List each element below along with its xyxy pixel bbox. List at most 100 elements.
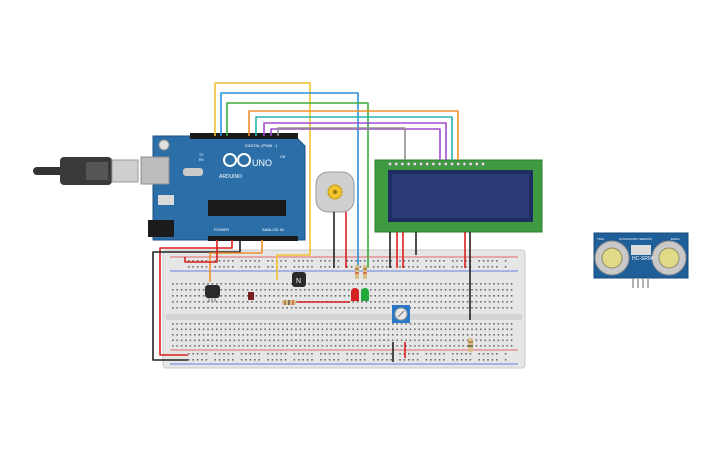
breadboard-hole[interactable] [462,295,464,297]
breadboard-hole[interactable] [416,353,419,355]
breadboard-hole[interactable] [326,339,328,342]
breadboard-hole[interactable] [251,283,253,285]
breadboard-hole[interactable] [254,353,256,355]
breadboard-hole[interactable] [328,260,331,262]
breadboard-hole[interactable] [383,345,385,347]
breadboard-hole[interactable] [475,307,478,309]
breadboard-hole[interactable] [352,301,354,303]
breadboard-hole[interactable] [299,328,302,331]
breadboard-hole[interactable] [321,283,324,285]
breadboard-hole[interactable] [409,295,412,297]
breadboard-hole[interactable] [245,359,247,361]
breadboard-hole[interactable] [249,353,252,355]
breadboard-hole[interactable] [434,266,436,268]
breadboard-hole[interactable] [311,266,313,268]
breadboard-hole[interactable] [383,339,385,342]
breadboard-hole[interactable] [350,266,353,268]
breadboard-hole[interactable] [207,323,209,325]
breadboard-hole[interactable] [224,307,227,309]
breadboard-hole[interactable] [260,283,262,285]
breadboard-hole[interactable] [493,283,495,285]
breadboard-hole[interactable] [308,334,310,336]
breadboard-hole[interactable] [317,345,319,347]
breadboard-hole[interactable] [361,345,363,347]
breadboard-hole[interactable] [242,328,244,331]
lcd-pin[interactable] [388,162,392,166]
breadboard-hole[interactable] [185,295,187,297]
breadboard-hole[interactable] [202,334,205,336]
breadboard-hole[interactable] [224,334,227,336]
breadboard-hole[interactable] [255,328,258,331]
breadboard-hole[interactable] [176,295,178,297]
breadboard-hole[interactable] [378,307,381,309]
breadboard-hole[interactable] [326,345,328,347]
breadboard-hole[interactable] [356,283,359,285]
breadboard-hole[interactable] [372,353,375,355]
breadboard-hole[interactable] [343,339,346,342]
breadboard-hole[interactable] [308,339,310,342]
breadboard-hole[interactable] [277,295,280,297]
breadboard-hole[interactable] [381,260,384,262]
breadboard-hole[interactable] [502,345,504,347]
breadboard-hole[interactable] [414,334,416,336]
breadboard-hole[interactable] [466,301,469,303]
breadboard-hole[interactable] [436,295,438,297]
breadboard-hole[interactable] [201,266,203,268]
breadboard-hole[interactable] [282,289,284,291]
breadboard-hole[interactable] [242,283,244,285]
breadboard-hole[interactable] [502,334,504,336]
breadboard-hole[interactable] [308,307,310,309]
breadboard-hole[interactable] [466,295,469,297]
breadboard-hole[interactable] [337,260,340,262]
breadboard-hole[interactable] [396,289,398,291]
breadboard-hole[interactable] [361,283,363,285]
breadboard-hole[interactable] [205,353,208,355]
breadboard-hole[interactable] [207,345,209,347]
breadboard-hole[interactable] [246,345,249,347]
breadboard-hole[interactable] [475,301,478,303]
breadboard-hole[interactable] [298,266,300,268]
breadboard-hole[interactable] [462,323,464,325]
breadboard-hole[interactable] [334,334,337,336]
breadboard-hole[interactable] [453,339,456,342]
led-green[interactable] [361,288,369,301]
breadboard-hole[interactable] [308,283,310,285]
breadboard-hole[interactable] [224,283,227,285]
breadboard-hole[interactable] [484,283,486,285]
breadboard-hole[interactable] [372,266,375,268]
breadboard-hole[interactable] [378,289,381,291]
breadboard-hole[interactable] [295,323,297,325]
breadboard-hole[interactable] [229,328,231,331]
breadboard-hole[interactable] [246,328,249,331]
breadboard-hole[interactable] [299,334,302,336]
breadboard-hole[interactable] [497,345,500,347]
breadboard-hole[interactable] [238,334,240,336]
breadboard-hole[interactable] [194,339,196,342]
breadboard-hole[interactable] [211,283,214,285]
breadboard-hole[interactable] [264,289,266,291]
breadboard-hole[interactable] [456,260,458,262]
wire-yellow[interactable] [214,82,311,280]
wire-purple-2[interactable] [270,128,441,160]
breadboard-hole[interactable] [497,283,500,285]
wire-red-rail[interactable] [184,240,218,263]
breadboard-hole[interactable] [348,323,350,325]
breadboard-hole[interactable] [324,359,326,361]
breadboard-hole[interactable] [482,266,485,268]
breadboard-hole[interactable] [396,334,398,336]
breadboard-hole[interactable] [238,345,240,347]
breadboard-hole[interactable] [497,334,500,336]
breadboard-hole[interactable] [299,289,302,291]
breadboard-hole[interactable] [176,323,178,325]
breadboard-hole[interactable] [189,289,192,291]
breadboard-hole[interactable] [440,339,442,342]
breadboard-hole[interactable] [229,301,231,303]
breadboard-hole[interactable] [180,301,183,303]
breadboard-hole[interactable] [295,328,297,331]
breadboard-hole[interactable] [488,345,491,347]
breadboard-hole[interactable] [251,323,253,325]
breadboard-hole[interactable] [245,266,247,268]
breadboard-hole[interactable] [280,359,282,361]
breadboard-hole[interactable] [456,353,458,355]
wire-orange[interactable] [248,110,459,160]
